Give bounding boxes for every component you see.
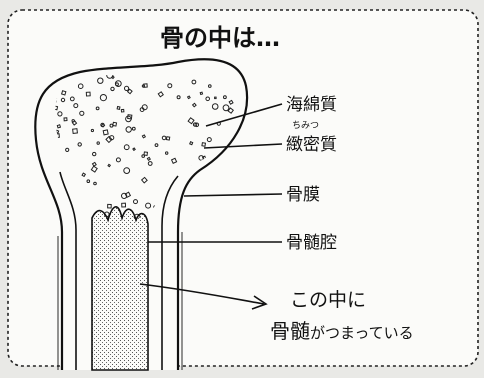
- note-marrow-emphasis: 骨髄: [270, 319, 310, 343]
- note-line-1: この中に: [290, 289, 366, 311]
- label-spongy-bone: 海綿質: [286, 95, 337, 115]
- marrow-cavity: [92, 207, 148, 370]
- diagram-title: 骨の中は…: [160, 24, 280, 52]
- label-marrow-cavity: 骨髄腔: [286, 233, 337, 253]
- label-periosteum: 骨膜: [286, 185, 320, 205]
- label-compact-bone-ruby: ちみつ: [292, 120, 319, 131]
- label-compact-bone: 緻密質: [286, 135, 337, 155]
- note-line-2-rest: がつまっている: [310, 324, 414, 342]
